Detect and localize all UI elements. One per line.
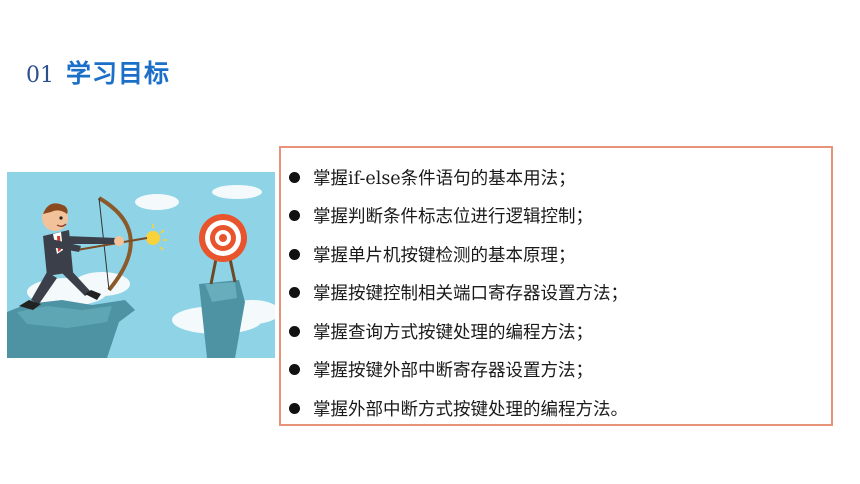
list-item: 掌握单片机按键检测的基本原理； (289, 235, 628, 274)
archer-illustration (7, 172, 275, 358)
list-item: 掌握判断条件标志位进行逻辑控制； (289, 197, 628, 236)
goal-text: 掌握单片机按键检测的基本原理； (313, 245, 576, 266)
bullet-icon (289, 402, 300, 414)
slide-title: 01 学习目标 (26, 54, 170, 90)
archer-aiming-at-target-icon (7, 172, 275, 358)
goal-text: 掌握按键控制相关端口寄存器设置方法； (313, 284, 628, 305)
bullet-icon (289, 364, 300, 376)
bullet-icon (289, 248, 300, 260)
bullet-icon (289, 287, 300, 299)
goal-text: 掌握if-else条件语句的基本用法； (313, 168, 576, 189)
bullet-icon (289, 210, 300, 222)
learning-goals-list: 掌握if-else条件语句的基本用法； 掌握判断条件标志位进行逻辑控制； 掌握单… (289, 158, 628, 428)
goal-text: 掌握按键外部中断寄存器设置方法； (313, 361, 593, 382)
bullet-icon (289, 171, 300, 183)
list-item: 掌握if-else条件语句的基本用法； (289, 158, 628, 197)
section-number: 01 (26, 63, 54, 88)
bullet-icon (289, 325, 300, 337)
list-item: 掌握外部中断方式按键处理的编程方法。 (289, 389, 628, 428)
goal-text: 掌握查询方式按键处理的编程方法； (313, 322, 593, 343)
learning-goals-box: 掌握if-else条件语句的基本用法； 掌握判断条件标志位进行逻辑控制； 掌握单… (279, 146, 833, 426)
goal-text: 掌握判断条件标志位进行逻辑控制； (313, 207, 593, 228)
list-item: 掌握按键外部中断寄存器设置方法； (289, 351, 628, 390)
goal-text: 掌握外部中断方式按键处理的编程方法。 (313, 399, 628, 420)
page-title: 学习目标 (66, 59, 171, 88)
list-item: 掌握按键控制相关端口寄存器设置方法； (289, 274, 628, 313)
list-item: 掌握查询方式按键处理的编程方法； (289, 312, 628, 351)
